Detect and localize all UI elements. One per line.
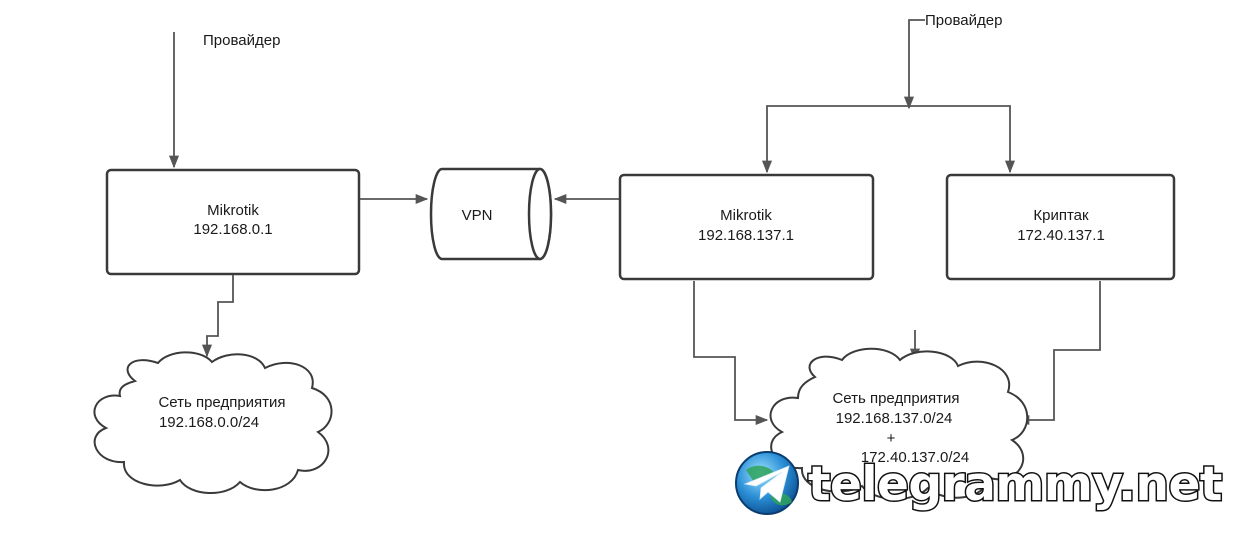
right-provider-connector (903, 19, 925, 110)
cryptak-name: Криптак (1033, 207, 1089, 224)
left-network-cloud[interactable]: Сеть предприятия 192.168.0.0/24 (93, 351, 333, 495)
left-mikrotik-ip: 192.168.0.1 (193, 221, 272, 238)
left-network-name: Сеть предприятия (158, 394, 285, 411)
vpn-label: VPN (462, 207, 493, 224)
left-provider-label: Провайдер (203, 32, 280, 49)
vpn-tunnel[interactable]: VPN (429, 167, 553, 261)
watermark-text: telegrammy.net (808, 457, 1222, 512)
right-mikrotik-node[interactable]: Mikrotik 192.168.137.1 (618, 173, 875, 281)
provider-to-cryptak-connector (909, 105, 1016, 174)
right-mikrotik-ip: 192.168.137.1 (698, 227, 794, 244)
right-mikrotik-to-network-connector (693, 281, 769, 426)
left-network-subnet: 192.168.0.0/24 (159, 414, 259, 431)
left-mikrotik-node[interactable]: Mikrotik 192.168.0.1 (105, 168, 361, 276)
right-network-subnet-1: 192.168.137.0/24 (836, 410, 953, 427)
right-mikrotik-name: Mikrotik (720, 207, 772, 224)
left-mikrotik-name: Mikrotik (207, 202, 259, 219)
left-mikrotik-to-network-connector (201, 275, 234, 358)
right-network-subnet-2: 172.40.137.0/24 (861, 449, 969, 466)
right-network-cloud[interactable]: Сеть предприятия 192.168.137.0/24 + 172.… (769, 347, 1029, 501)
watermark: telegrammy.net (735, 451, 1224, 515)
telegram-globe-icon (735, 451, 799, 515)
cryptak-node[interactable]: Криптак 172.40.137.1 (945, 173, 1176, 281)
cryptak-ip: 172.40.137.1 (1017, 227, 1105, 244)
provider-to-mikrotik-connector (761, 105, 909, 174)
right-provider-label: Провайдер (925, 12, 1002, 29)
cryptak-to-network-connector (1016, 281, 1101, 426)
right-network-name: Сеть предприятия (832, 390, 959, 407)
right-network-plus: + (887, 430, 896, 447)
